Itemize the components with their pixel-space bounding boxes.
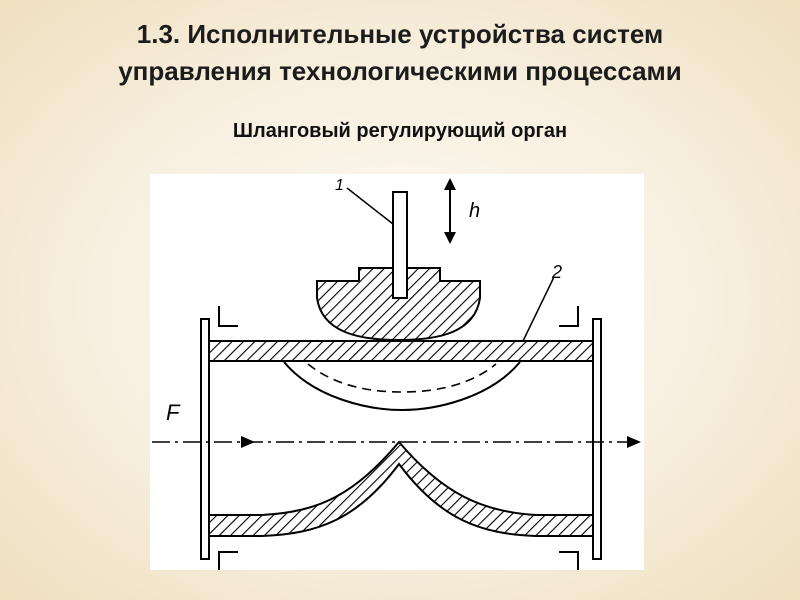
label-hose-number: 2	[551, 262, 562, 282]
stroke-arrow-down-head	[444, 232, 456, 244]
actuator-rod	[392, 191, 408, 299]
flow-arrow-left-head	[241, 436, 255, 448]
label-rod-number: 1	[335, 177, 344, 194]
slide-subtitle: Шланговый регулирующий орган	[232, 120, 568, 142]
flow-arrow-right-head	[627, 436, 641, 448]
hose-wall-bottom	[208, 440, 594, 537]
bracket-top-left	[218, 306, 238, 327]
leader-line-2	[522, 276, 555, 342]
pressure-pad	[316, 267, 481, 342]
bracket-top-right	[559, 306, 579, 327]
hose-wall-top	[208, 340, 594, 362]
bracket-bottom-right	[559, 551, 579, 570]
hose-deformation-dashed	[307, 363, 497, 393]
bracket-bottom-left	[218, 551, 238, 570]
label-flow-f: F	[166, 400, 181, 425]
label-stroke-h: h	[469, 200, 480, 222]
right-flange	[592, 318, 602, 560]
stroke-arrow-up-head	[444, 178, 456, 190]
slide-title: 1.3. Исполнительные устройства систем уп…	[20, 16, 780, 90]
slide-title-line-2: управления технологическими процессами	[118, 56, 682, 86]
hose-valve-diagram: 1 h 2 F	[150, 174, 644, 570]
diagram-canvas: 1 h 2 F	[152, 177, 641, 570]
left-flange	[200, 318, 210, 560]
slide-title-line-1: 1.3. Исполнительные устройства систем	[136, 19, 664, 49]
leader-line-1	[346, 187, 394, 225]
hose-deformation-solid	[283, 361, 521, 412]
